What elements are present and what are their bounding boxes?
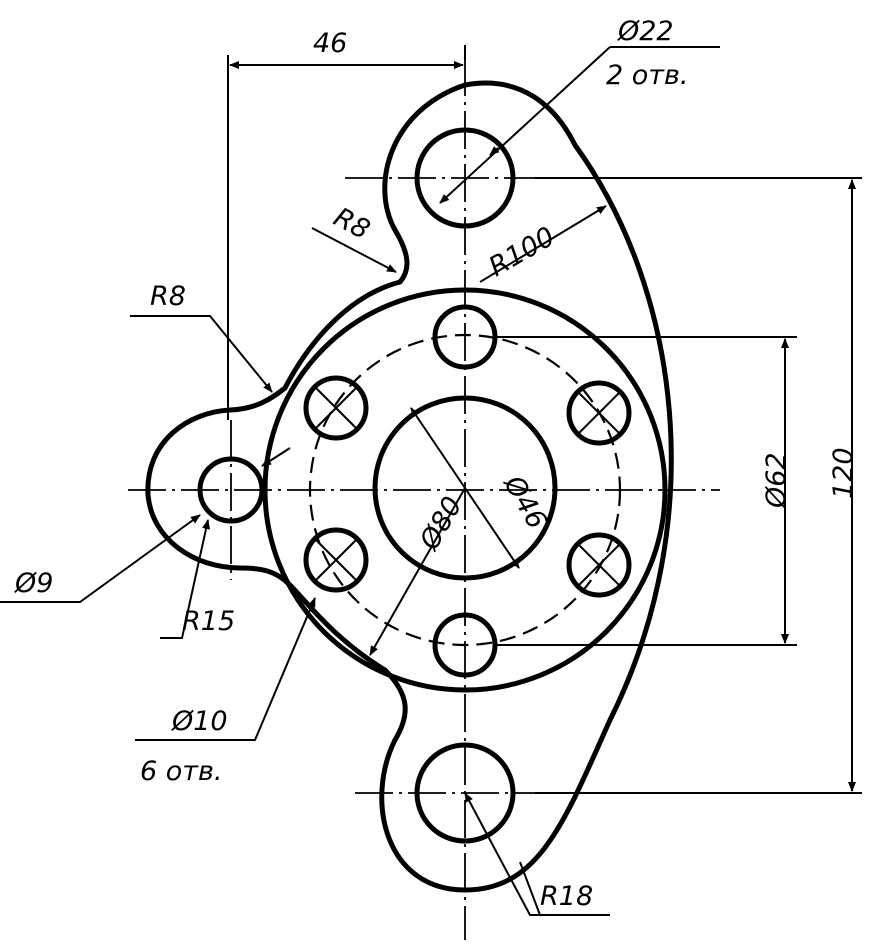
dim-22-count-label: 2 отв. — [606, 60, 689, 91]
dim-r15-label: R15 — [182, 606, 235, 637]
dim-r18-label: R18 — [540, 881, 593, 912]
dim-r8-left-label: R8 — [150, 281, 186, 312]
dim-r100-label: R100 — [484, 221, 560, 283]
dim-80-label: Ø80 — [414, 491, 469, 556]
dim-46-label: 46 — [313, 28, 347, 59]
dim-10-label: Ø10 — [171, 706, 228, 737]
dim-22-label: Ø22 — [617, 16, 674, 47]
outer-contour — [145, 80, 674, 893]
dim-10-count-label: 6 отв. — [140, 756, 223, 787]
dim-9-label: Ø9 — [14, 568, 53, 599]
dim-120-label: 120 — [828, 447, 859, 499]
dim-46-dia-label: Ø46 — [497, 470, 552, 535]
dim-62-label: Ø62 — [761, 452, 792, 509]
